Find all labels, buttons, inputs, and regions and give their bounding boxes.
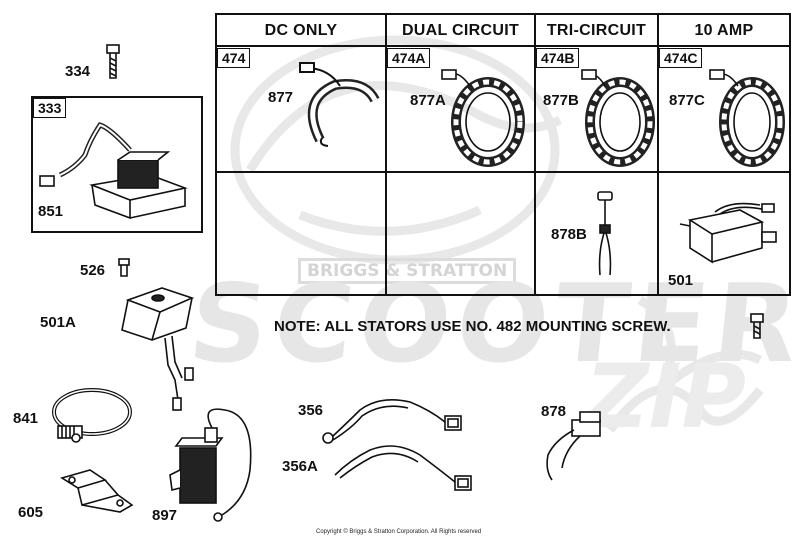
part-label-356: 356: [298, 402, 324, 419]
column-header-dual-circuit: DUAL CIRCUIT: [401, 22, 520, 39]
part-label-897: 897: [152, 507, 178, 524]
ignition-coil-333-drawing: [39, 122, 188, 220]
part-label-526: 526: [80, 262, 106, 279]
part-label-356a: 356A: [282, 458, 318, 475]
coil-897-drawing: [169, 408, 252, 522]
part-label-851: 851: [38, 203, 64, 220]
note-screw-drawing: [750, 313, 764, 339]
part-label-878: 878: [541, 403, 567, 420]
part-label-878b: 878B: [551, 226, 587, 243]
stator-877c-drawing: [709, 69, 785, 167]
part-label-877: 877: [268, 89, 294, 106]
mounting-screw-note: NOTE: ALL STATORS USE NO. 482 MOUNTING S…: [274, 318, 671, 335]
column-header-dc-only: DC ONLY: [264, 22, 338, 39]
code-tag-474c: 474C: [659, 48, 703, 68]
part-label-877c: 877C: [669, 92, 705, 109]
clamp-841-drawing: [52, 388, 132, 443]
code-tag-474b: 474B: [536, 48, 580, 68]
part-label-605: 605: [18, 504, 44, 521]
lead-356-drawing: [322, 399, 462, 444]
copyright-notice: Copyright © Briggs & Stratton Corporatio…: [316, 529, 482, 535]
stator-877b-drawing: [581, 69, 655, 167]
connector-878-drawing: [546, 411, 601, 481]
part-label-501a: 501A: [40, 314, 76, 331]
part-label-334: 334: [65, 63, 91, 80]
lead-356a-drawing: [334, 445, 472, 491]
watermark-word2: ZIP: [585, 345, 747, 448]
regulator-501a-drawing: [121, 287, 195, 411]
code-tag-474a: 474A: [387, 48, 431, 68]
screw-334-drawing: [106, 44, 120, 79]
watermark-brand: BRIGGS & STRATTON: [298, 258, 517, 284]
code-tag-333: 333: [33, 98, 67, 118]
column-header-10-amp: 10 AMP: [694, 22, 754, 39]
diode-878b-drawing: [597, 191, 613, 276]
stator-877a-drawing: [441, 69, 525, 167]
part-label-877a: 877A: [410, 92, 446, 109]
stator-877-drawing: [299, 62, 380, 147]
part-label-841: 841: [13, 410, 39, 427]
bracket-605-drawing: [60, 469, 134, 513]
part-label-877b: 877B: [543, 92, 579, 109]
code-tag-474: 474: [217, 48, 251, 68]
column-header-tri-circuit: TRI-CIRCUIT: [546, 22, 647, 39]
screw-526-drawing: [118, 258, 130, 277]
part-label-501: 501: [668, 272, 694, 289]
regulator-501-drawing: [679, 202, 777, 264]
